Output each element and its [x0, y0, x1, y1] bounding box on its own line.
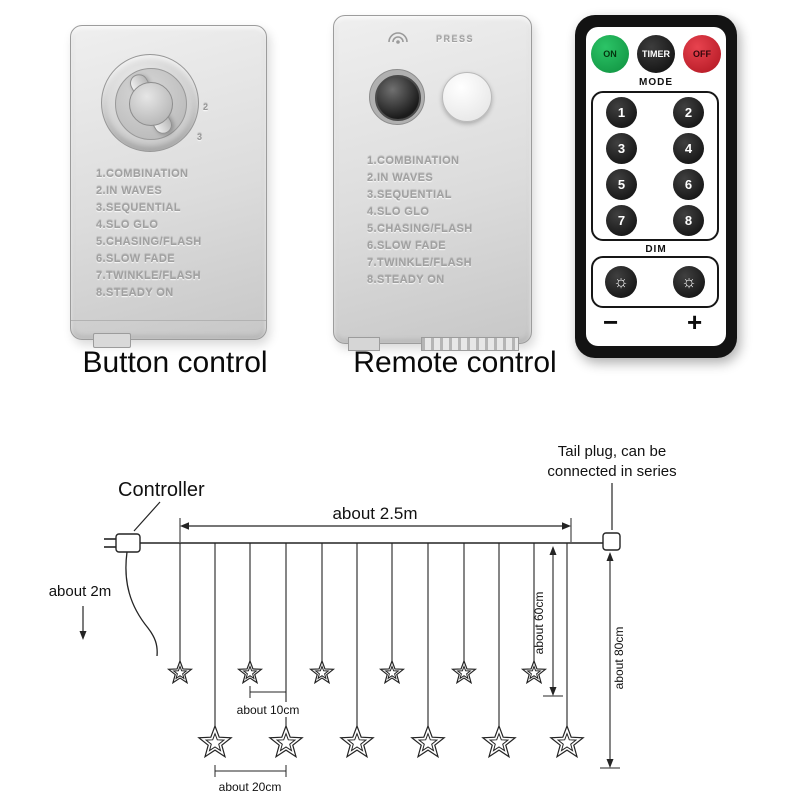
dimension-large-star-spacing: about 20cm — [214, 765, 287, 794]
connector-tab — [348, 337, 380, 351]
mount-clip — [93, 333, 131, 348]
large-star — [481, 724, 517, 758]
press-button — [442, 72, 492, 122]
tail-plug-label: Tail plug, can be — [558, 443, 666, 460]
dim-plus-label: + — [687, 307, 703, 337]
svg-text:about 2.5m: about 2.5m — [332, 504, 417, 523]
small-star — [309, 660, 335, 684]
brightness-down-icon: ☼ — [605, 266, 637, 298]
small-star — [521, 660, 547, 684]
mode-item: 5.CHASING/FLASH — [96, 236, 202, 248]
case-seam — [71, 320, 266, 321]
mode-7-button: 7 — [606, 205, 637, 236]
connector-pins — [421, 337, 519, 351]
mode-2-button: 2 — [673, 97, 704, 128]
mode-buttons-group: 1 2 3 4 5 6 7 8 — [591, 91, 719, 241]
controller-label: Controller — [118, 479, 205, 501]
mode-list: 1.COMBINATION 2.IN WAVES 3.SEQUENTIAL 4.… — [367, 153, 473, 289]
mode-item: 3.SEQUENTIAL — [367, 189, 452, 201]
mode-item: 4.SLO GLO — [96, 219, 159, 231]
large-star-drops — [197, 543, 585, 758]
remote-receiver-device: PRESS 1.COMBINATION 2.IN WAVES 3.SEQUENT… — [333, 15, 532, 351]
mode-1-button: 1 — [606, 97, 637, 128]
button-control-caption: Button control — [82, 346, 268, 379]
dimension-drop-spacing: about 10cm — [228, 686, 308, 717]
ir-sensor — [369, 69, 425, 125]
large-star — [268, 724, 304, 758]
small-star — [379, 660, 405, 684]
controller-pointer-line — [133, 501, 161, 532]
mode-8-button: 8 — [673, 205, 704, 236]
large-star — [549, 724, 585, 758]
antenna-icon — [388, 32, 408, 44]
dim-section-label: DIM — [645, 244, 667, 255]
mode-section-label: MODE — [639, 77, 673, 88]
off-button: OFF — [683, 35, 721, 73]
svg-text:about 10cm: about 10cm — [237, 703, 300, 717]
mode-item: 8.STEADY ON — [96, 287, 174, 299]
svg-text:about 2m: about 2m — [49, 583, 112, 600]
lead-wire — [125, 551, 158, 657]
ir-remote: ON TIMER OFF MODE 1 2 3 4 5 6 7 8 DIM ☼ … — [575, 15, 737, 358]
mode-item: 4.SLO GLO — [367, 206, 430, 218]
dimension-lead-length: about 2m — [49, 583, 112, 640]
small-star — [451, 660, 477, 684]
mode-item: 6.SLOW FADE — [367, 240, 446, 252]
large-star — [410, 724, 446, 758]
mode-5-button: 5 — [606, 169, 637, 200]
dimension-short-drop: about 60cm — [532, 546, 563, 697]
mode-6-button: 6 — [673, 169, 704, 200]
mode-item: 5.CHASING/FLASH — [367, 223, 473, 235]
mode-item: 7.TWINKLE/FLASH — [96, 270, 201, 282]
dimension-long-drop: about 80cm — [600, 552, 626, 769]
mode-item: 1.COMBINATION — [367, 155, 460, 167]
mode-3-button: 3 — [606, 133, 637, 164]
large-star — [197, 724, 233, 758]
mode-item: 2.IN WAVES — [367, 172, 434, 184]
timer-button: TIMER — [637, 35, 675, 73]
dimension-total-length: about 2.5m — [179, 504, 572, 542]
mode-item: 8.STEADY ON — [367, 274, 445, 286]
mode-item: 3.SEQUENTIAL — [96, 202, 181, 214]
string-light-dimension-diagram: Controller Tail plug, can be connected i… — [49, 443, 677, 794]
small-star-drops — [167, 543, 547, 684]
mode-item: 7.TWINKLE/FLASH — [367, 257, 472, 269]
remote-control-caption: Remote control — [353, 346, 557, 379]
dim-minus-label: − — [603, 307, 619, 337]
mode-list: 1.COMBINATION 2.IN WAVES 3.SEQUENTIAL 4.… — [96, 166, 202, 302]
small-star — [167, 660, 193, 684]
mode-item: 1.COMBINATION — [96, 168, 189, 180]
ir-sensor-lens — [375, 75, 421, 121]
dim-buttons-group: ☼ ☼ — [591, 256, 719, 308]
mode-4-button: 4 — [673, 133, 704, 164]
press-label: PRESS — [436, 34, 475, 44]
svg-text:about 80cm: about 80cm — [612, 627, 626, 690]
svg-text:about 20cm: about 20cm — [219, 780, 282, 794]
remote-face: ON TIMER OFF MODE 1 2 3 4 5 6 7 8 DIM ☼ … — [586, 27, 726, 346]
on-button: ON — [591, 35, 629, 73]
mode-item: 2.IN WAVES — [96, 185, 163, 197]
mode-dial-knob — [129, 82, 173, 126]
small-star — [237, 660, 263, 684]
tail-plug — [602, 532, 621, 551]
large-star — [339, 724, 375, 758]
brightness-up-icon: ☼ — [673, 266, 705, 298]
mode-dial — [101, 54, 199, 152]
mode-item: 6.SLOW FADE — [96, 253, 175, 265]
dial-mark: 3 — [197, 132, 203, 142]
tail-plug-label: connected in series — [547, 463, 676, 480]
button-control-device: 2 3 1.COMBINATION 2.IN WAVES 3.SEQUENTIA… — [70, 25, 267, 348]
svg-text:about 60cm: about 60cm — [532, 592, 546, 655]
dial-mark: 2 — [203, 102, 209, 112]
power-plug — [104, 533, 141, 553]
